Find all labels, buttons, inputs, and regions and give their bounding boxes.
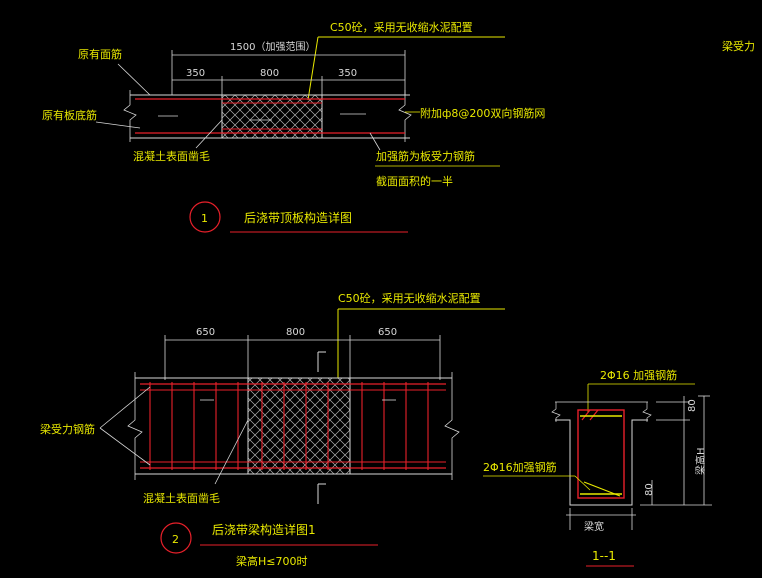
d2-subtitle: 梁高H≤700时 — [236, 554, 307, 568]
d2-rough-note: 混凝土表面凿毛 — [143, 491, 220, 505]
d1-bottom-bar-label: 原有板底筋 — [42, 108, 97, 122]
d1-pour-strip — [221, 94, 323, 139]
sec-dim-width: 梁宽 — [584, 520, 604, 533]
d1-strengthen-note-1: 加强筋为板受力钢筋 — [376, 149, 475, 163]
sec-dim-top: 80 — [687, 399, 698, 412]
sec-stirrup — [577, 409, 625, 499]
sec-title: 1--1 — [592, 549, 616, 563]
d1-dim-left: 350 — [186, 68, 205, 79]
d1-strengthen-note-2: 截面面积的一半 — [376, 174, 453, 188]
d1-dim-right: 350 — [338, 68, 357, 79]
section-1-1: 2Φ16 加强钢筋 2Φ16加强钢筋 80 梁高H 80 — [483, 368, 712, 567]
sec-dim-height: 梁高H — [694, 447, 707, 475]
d1-mesh-note: 附加ф8@200双向钢筋网 — [420, 106, 545, 120]
d2-pour-strip — [247, 377, 351, 475]
d1-rough-note: 混凝土表面凿毛 — [133, 149, 210, 163]
detail-2-beam: C50砼，采用无收缩水泥配置 650 800 650 — [40, 291, 505, 568]
d1-number: 1 — [201, 212, 208, 225]
d1-top-bar-label: 原有面筋 — [78, 47, 122, 61]
d2-dim-left: 650 — [196, 327, 215, 338]
d1-dim-total: 1500（加强范围） — [230, 40, 315, 53]
sec-note-bottom: 2Φ16加强钢筋 — [483, 460, 557, 474]
d2-dim-right: 650 — [378, 327, 397, 338]
d2-concrete-note: C50砼，采用无收缩水泥配置 — [338, 291, 481, 305]
detail-1-slab: C50砼，采用无收缩水泥配置 原有面筋 原有板底筋 1500（加强范围） 350… — [42, 20, 545, 233]
d2-title: 后浇带梁构造详图1 — [212, 522, 316, 537]
d2-number-circle — [160, 522, 192, 554]
d1-dim-mid: 800 — [260, 68, 279, 79]
d2-number: 2 — [172, 533, 179, 546]
d2-beam-bar-label: 梁受力钢筋 — [40, 422, 95, 436]
right-edge-text: 梁受力 — [722, 39, 755, 53]
d1-number-circle — [189, 201, 221, 233]
sec-dim-bottom: 80 — [644, 483, 655, 496]
d2-dim-mid: 800 — [286, 327, 305, 338]
d1-title: 后浇带顶板构造详图 — [244, 210, 352, 225]
d1-concrete-note: C50砼，采用无收缩水泥配置 — [330, 20, 473, 34]
sec-note-top: 2Φ16 加强钢筋 — [600, 368, 677, 382]
